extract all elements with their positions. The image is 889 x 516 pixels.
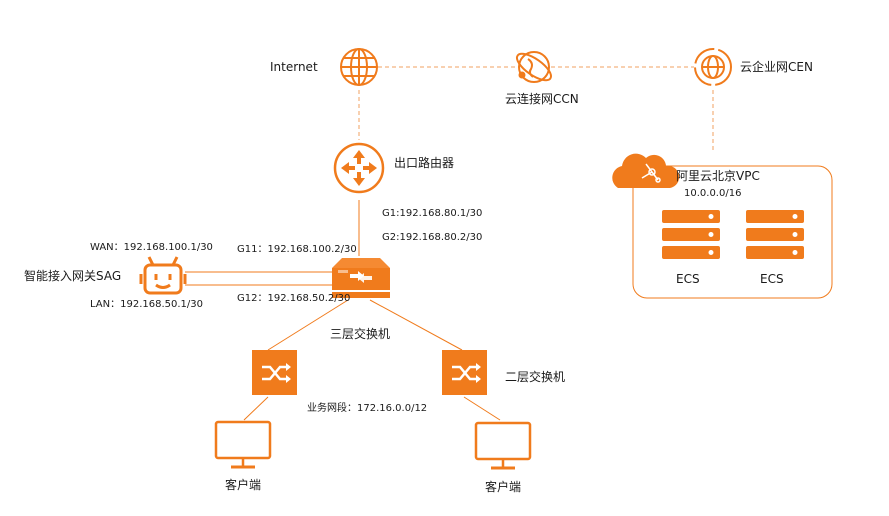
link-right-client: [463, 396, 501, 421]
g2-interface-label: G2:192.168.80.2/30: [382, 232, 483, 243]
globe-icon: [340, 48, 378, 86]
globe-orbit-icon: [515, 51, 553, 83]
router-label: 出口路由器: [394, 156, 455, 170]
monitor-icon: [474, 421, 532, 470]
cloud-icon: [612, 153, 680, 188]
vpc-label: 阿里云北京VPC: [676, 169, 760, 183]
sag-icon: [139, 256, 187, 295]
vpc-cidr: 10.0.0.0/16: [684, 188, 742, 199]
g11-interface-label: G11：192.168.100.2/30: [237, 244, 357, 255]
sag-label: 智能接入网关SAG: [24, 269, 122, 283]
internet-label: Internet: [270, 60, 318, 74]
switch-icon: [442, 350, 487, 395]
router-icon: [333, 142, 385, 194]
link-left-client: [243, 396, 269, 421]
server-icon: [746, 210, 804, 259]
l2-switch-label: 二层交换机: [505, 370, 566, 384]
sag-lan-label: LAN：192.168.50.1/30: [90, 299, 204, 310]
connectors: [185, 66, 714, 421]
server-icon: [662, 210, 720, 259]
sag-wan-label: WAN：192.168.100.1/30: [90, 242, 213, 253]
switch-icon: [252, 350, 297, 395]
client-label-2: 客户端: [485, 480, 522, 494]
g12-interface-label: G12：192.168.50.2/30: [237, 293, 351, 304]
segment-label: 业务网段：172.16.0.0/12: [307, 403, 428, 414]
cen-label: 云企业网CEN: [740, 60, 813, 74]
ecs-label-1: ECS: [676, 272, 700, 286]
monitor-icon: [214, 420, 272, 469]
vpc-container: [632, 165, 833, 299]
g1-interface-label: G1:192.168.80.1/30: [382, 208, 483, 219]
l3-switch-icon: [332, 258, 390, 298]
ccn-label: 云连接网CCN: [505, 92, 579, 106]
link-l3-left: [267, 299, 349, 351]
l3-switch-label: 三层交换机: [330, 327, 391, 341]
ecs-label-2: ECS: [760, 272, 784, 286]
link-l3-right: [369, 299, 463, 351]
globe-icon: [694, 48, 732, 86]
client-label-1: 客户端: [225, 478, 262, 492]
